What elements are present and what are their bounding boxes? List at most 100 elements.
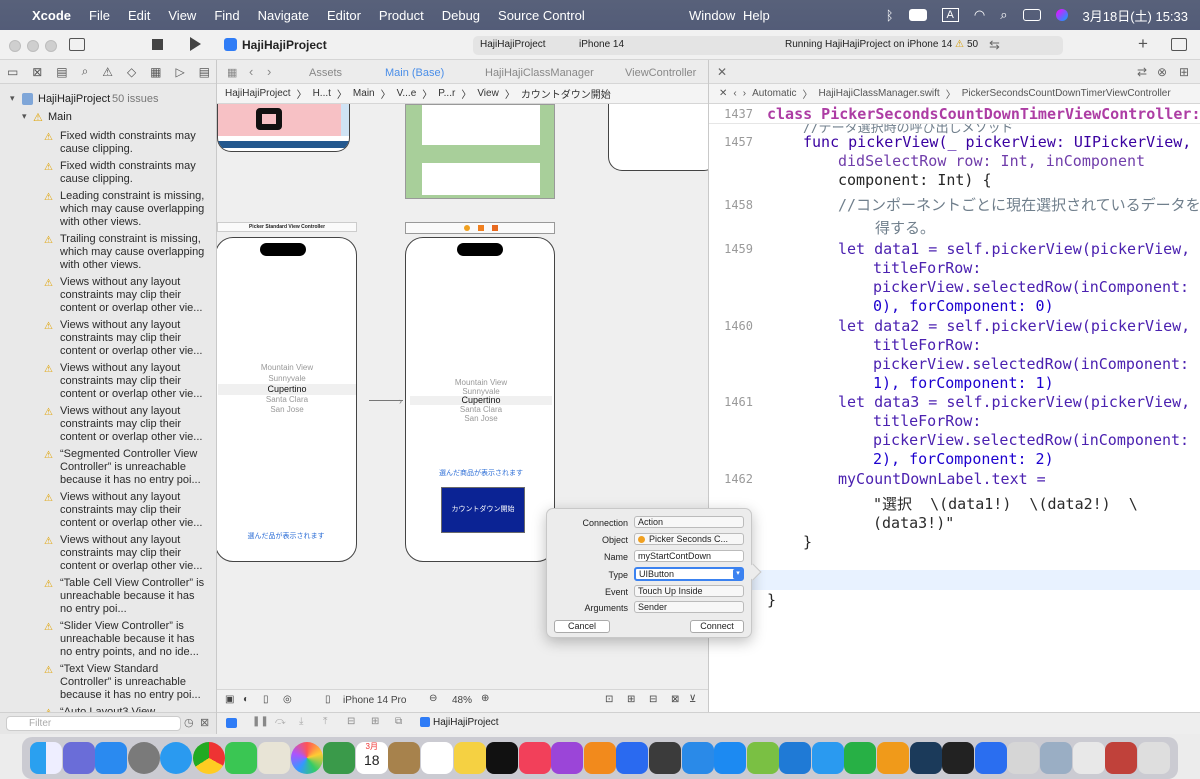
tab-assets[interactable]: Assets xyxy=(309,67,343,79)
menu-source-control[interactable]: Source Control xyxy=(498,7,585,23)
sidebar-toggle-icon[interactable] xyxy=(69,38,85,51)
pin-icon[interactable]: ⊞ xyxy=(627,694,636,705)
close-editor-icon[interactable]: ✕ xyxy=(717,65,728,79)
xcode-icon[interactable] xyxy=(616,742,649,774)
control-center-icon[interactable] xyxy=(1022,9,1041,21)
terminal-icon[interactable] xyxy=(942,742,975,774)
add-library-icon[interactable]: + xyxy=(1138,34,1148,53)
issue-icon[interactable]: ⚠ xyxy=(102,64,114,79)
scene-dock[interactable] xyxy=(405,222,555,234)
close-icon[interactable]: ✕ xyxy=(719,88,728,99)
maps-icon[interactable] xyxy=(258,742,291,774)
project-row[interactable]: ▾ HajiHajiProject 50 issues xyxy=(0,93,217,111)
update-frames-icon[interactable]: ⊻ xyxy=(689,694,697,705)
calculator-icon[interactable] xyxy=(1007,742,1040,774)
menu-help[interactable]: Help xyxy=(743,7,770,23)
issue-row[interactable]: ⚠“Text View Standard Controller” is unre… xyxy=(0,663,217,702)
jump-scene[interactable]: V...e xyxy=(396,88,417,99)
scene-top-right[interactable] xyxy=(608,104,708,171)
numbers-icon[interactable] xyxy=(844,742,877,774)
menu-edit[interactable]: Edit xyxy=(127,7,151,23)
step-in-icon[interactable]: ⤓ xyxy=(299,716,304,727)
chevron-down-icon[interactable]: ▾ xyxy=(733,569,743,579)
clock-icon[interactable]: ◷ xyxy=(184,717,194,729)
insertion-line[interactable] xyxy=(709,570,1200,590)
tv-icon[interactable] xyxy=(486,742,519,774)
scene-title-bar[interactable]: Picker Standard View Controller xyxy=(217,222,357,232)
event-select[interactable]: Touch Up Inside xyxy=(634,585,744,597)
chevron-down-icon[interactable]: ▾ xyxy=(22,111,27,121)
debug-nav-icon[interactable]: ▦ xyxy=(150,64,162,79)
issue-row[interactable]: ⚠Views without any layout constraints ma… xyxy=(0,405,217,444)
run-button[interactable] xyxy=(190,37,201,51)
activity-icon[interactable] xyxy=(909,742,942,774)
zoom-in-icon[interactable]: ⊕ xyxy=(481,693,490,704)
app-store-icon[interactable] xyxy=(714,742,747,774)
jump-folder[interactable]: H...t xyxy=(312,88,331,99)
bluetooth-icon[interactable]: ᛒ xyxy=(885,7,894,23)
filter-input[interactable]: Filter xyxy=(6,716,181,731)
warning-count[interactable]: 50 xyxy=(967,39,979,50)
books-icon[interactable] xyxy=(583,742,616,774)
menu-window[interactable]: Window xyxy=(689,7,736,23)
step-out-icon[interactable]: ⤒ xyxy=(323,716,328,727)
pause-icon[interactable]: ❚❚ xyxy=(252,716,269,727)
preview-icon[interactable] xyxy=(1039,742,1072,774)
script-editor-icon[interactable] xyxy=(746,742,779,774)
trash-icon[interactable] xyxy=(1137,742,1170,774)
object-select[interactable]: Picker Seconds C... xyxy=(634,533,744,545)
group-row[interactable]: ▾ ⚠ Main xyxy=(0,111,217,128)
menu-view[interactable]: View xyxy=(168,7,197,23)
arguments-select[interactable]: Sender xyxy=(634,601,744,613)
menu-product[interactable]: Product xyxy=(378,7,424,23)
device-selector[interactable]: iPhone 14 xyxy=(579,39,625,50)
issue-row[interactable]: ⚠Views without any layout constraints ma… xyxy=(0,534,217,573)
issue-row[interactable]: ⚠“Table Cell View Controller” is unreach… xyxy=(0,577,217,616)
instruments-icon[interactable] xyxy=(648,742,681,774)
issue-row[interactable]: ⚠Views without any layout constraints ma… xyxy=(0,319,217,358)
jump-controller[interactable]: P...r xyxy=(438,88,456,99)
issue-row[interactable]: ⚠Trailing constraint is missing, which m… xyxy=(0,233,217,272)
segue-arrow[interactable] xyxy=(369,400,403,401)
wifi-icon[interactable]: ◠ xyxy=(973,7,986,22)
console-toggle-icon[interactable] xyxy=(226,718,237,728)
zoom-out-icon[interactable]: ⊖ xyxy=(429,693,438,704)
step-over-icon[interactable]: ⤼ xyxy=(275,716,286,727)
issue-row[interactable]: ⚠“Segmented Controller View Controller” … xyxy=(0,448,217,487)
menu-app-name[interactable]: Xcode xyxy=(32,7,72,23)
tab-main-base[interactable]: Main (Base) xyxy=(385,67,445,79)
breakpoint-icon[interactable]: ▷ xyxy=(175,64,185,79)
messages-icon[interactable] xyxy=(225,742,258,774)
type-select[interactable]: UIButton xyxy=(634,567,744,581)
issue-row[interactable]: ⚠Views without any layout constraints ma… xyxy=(0,276,217,315)
scene-top-middle[interactable] xyxy=(405,104,555,199)
chrome-icon[interactable] xyxy=(192,742,225,774)
embed-icon[interactable]: ⊠ xyxy=(671,694,680,705)
tab-view-controller[interactable]: ViewController xyxy=(625,67,697,79)
resolve-icon[interactable]: ⊟ xyxy=(649,694,658,705)
battery-icon[interactable] xyxy=(908,9,927,21)
page-control[interactable] xyxy=(218,141,349,148)
forward-icon[interactable]: › xyxy=(742,88,747,99)
adjust-icon[interactable]: ⊗ xyxy=(1157,65,1168,79)
appearance-icon[interactable]: ◐ xyxy=(243,694,250,705)
test-icon[interactable]: ◇ xyxy=(126,64,137,79)
cancel-button[interactable]: Cancel xyxy=(554,620,610,633)
split-editor-icon[interactable]: ⊞ xyxy=(1179,65,1190,79)
facetime-icon[interactable] xyxy=(323,742,356,774)
podcasts-icon[interactable] xyxy=(551,742,584,774)
siri-icon[interactable] xyxy=(1055,9,1068,21)
menu-editor[interactable]: Editor xyxy=(326,7,361,23)
warning-icon[interactable]: ⚠ xyxy=(955,39,964,50)
jump-button[interactable]: カウントダウン開始 xyxy=(520,90,611,101)
device-icon[interactable]: ▯ xyxy=(325,694,331,705)
scheme-selector[interactable]: HajiHajiProject xyxy=(480,39,546,50)
picker-standard-scene[interactable]: Mountain View Sunnyvale Cupertino Santa … xyxy=(217,237,357,562)
folder-icon[interactable]: ▭ xyxy=(6,64,19,79)
dictionary-icon[interactable] xyxy=(1105,742,1138,774)
grid-icon[interactable]: ▦ xyxy=(227,67,238,79)
finder-icon[interactable] xyxy=(30,742,62,774)
source-editor[interactable]: 1437 class PickerSecondsCountDownTimerVi… xyxy=(709,104,1200,712)
issue-row[interactable]: ⚠“Slider View Controller” is unreachable… xyxy=(0,620,217,659)
refresh-icon[interactable]: ⇄ xyxy=(1137,65,1148,79)
